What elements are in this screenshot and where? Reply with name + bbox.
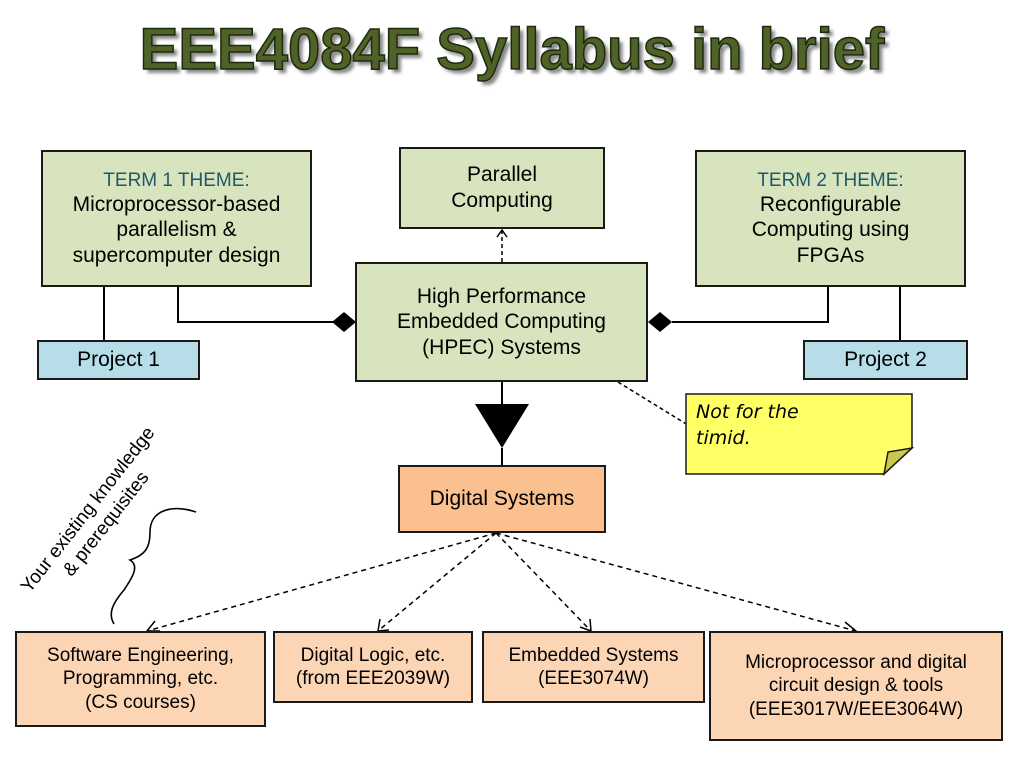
term2-diamond bbox=[648, 312, 672, 332]
term2-label: TERM 2 THEME: bbox=[757, 169, 904, 191]
software-engineering-box: Software Engineering, Programming, etc. … bbox=[15, 631, 266, 727]
term1-line: Microprocessor-based bbox=[72, 192, 281, 216]
project2-box: Project 2 bbox=[803, 340, 968, 380]
term2-hpec-connector bbox=[672, 287, 829, 323]
hpec-box: High Performance Embedded Computing (HPE… bbox=[355, 262, 648, 382]
parallel-computing-box: Parallel Computing bbox=[399, 147, 605, 229]
bottom-line: (EEE3017W/EEE3064W) bbox=[748, 698, 964, 720]
term2-theme-box: TERM 2 THEME: Reconfigurable Computing u… bbox=[695, 150, 966, 287]
page-title: EEE4084F Syllabus in brief bbox=[139, 16, 885, 83]
bottom-line: (CS courses) bbox=[85, 691, 196, 713]
term1-line: supercomputer design bbox=[72, 243, 281, 267]
term2-line: Reconfigurable bbox=[759, 192, 902, 216]
bottom-line: circuit design & tools bbox=[768, 675, 944, 697]
project1-box: Project 1 bbox=[37, 340, 200, 380]
inheritance-triangle bbox=[475, 404, 529, 448]
bottom-line: Programming, etc. bbox=[62, 668, 219, 690]
bottom-line: (EEE3074W) bbox=[538, 668, 649, 689]
bottom-line: Software Engineering, bbox=[47, 645, 234, 667]
term1-hpec-connector bbox=[177, 287, 340, 323]
bottom-line: Digital Logic, etc. bbox=[300, 644, 446, 666]
term1-diamond bbox=[332, 312, 356, 332]
term2-line: FPGAs bbox=[796, 243, 865, 267]
hpec-line: Embedded Computing bbox=[397, 310, 606, 334]
bottom-line: (from EEE2039W) bbox=[295, 668, 451, 689]
term1-label: TERM 1 THEME: bbox=[103, 169, 250, 191]
prerequisite-arrows bbox=[145, 532, 858, 634]
hpec-line: High Performance bbox=[416, 284, 587, 308]
hpec-line: (HPEC) Systems bbox=[422, 335, 581, 359]
embedded-systems-box: Embedded Systems (EEE3074W) bbox=[482, 631, 705, 703]
microprocessor-design-box: Microprocessor and digital circuit desig… bbox=[709, 631, 1003, 741]
parallel-line: Parallel bbox=[466, 163, 538, 187]
note-connector bbox=[617, 381, 697, 431]
digital-logic-box: Digital Logic, etc. (from EEE2039W) bbox=[273, 631, 473, 703]
note-line: Not for the bbox=[696, 401, 799, 423]
bottom-line: Embedded Systems bbox=[508, 644, 679, 666]
curly-brace bbox=[110, 507, 197, 625]
term1-line: parallelism & bbox=[116, 218, 237, 242]
term1-theme-box: TERM 1 THEME: Microprocessor-based paral… bbox=[41, 150, 312, 287]
sticky-note-text: Not for the timid. bbox=[686, 394, 912, 474]
bottom-line: Microprocessor and digital bbox=[745, 652, 967, 674]
term2-line: Computing using bbox=[751, 218, 910, 242]
digital-systems-box: Digital Systems bbox=[398, 465, 606, 533]
note-line: timid. bbox=[696, 426, 751, 449]
parallel-line: Computing bbox=[451, 189, 553, 212]
